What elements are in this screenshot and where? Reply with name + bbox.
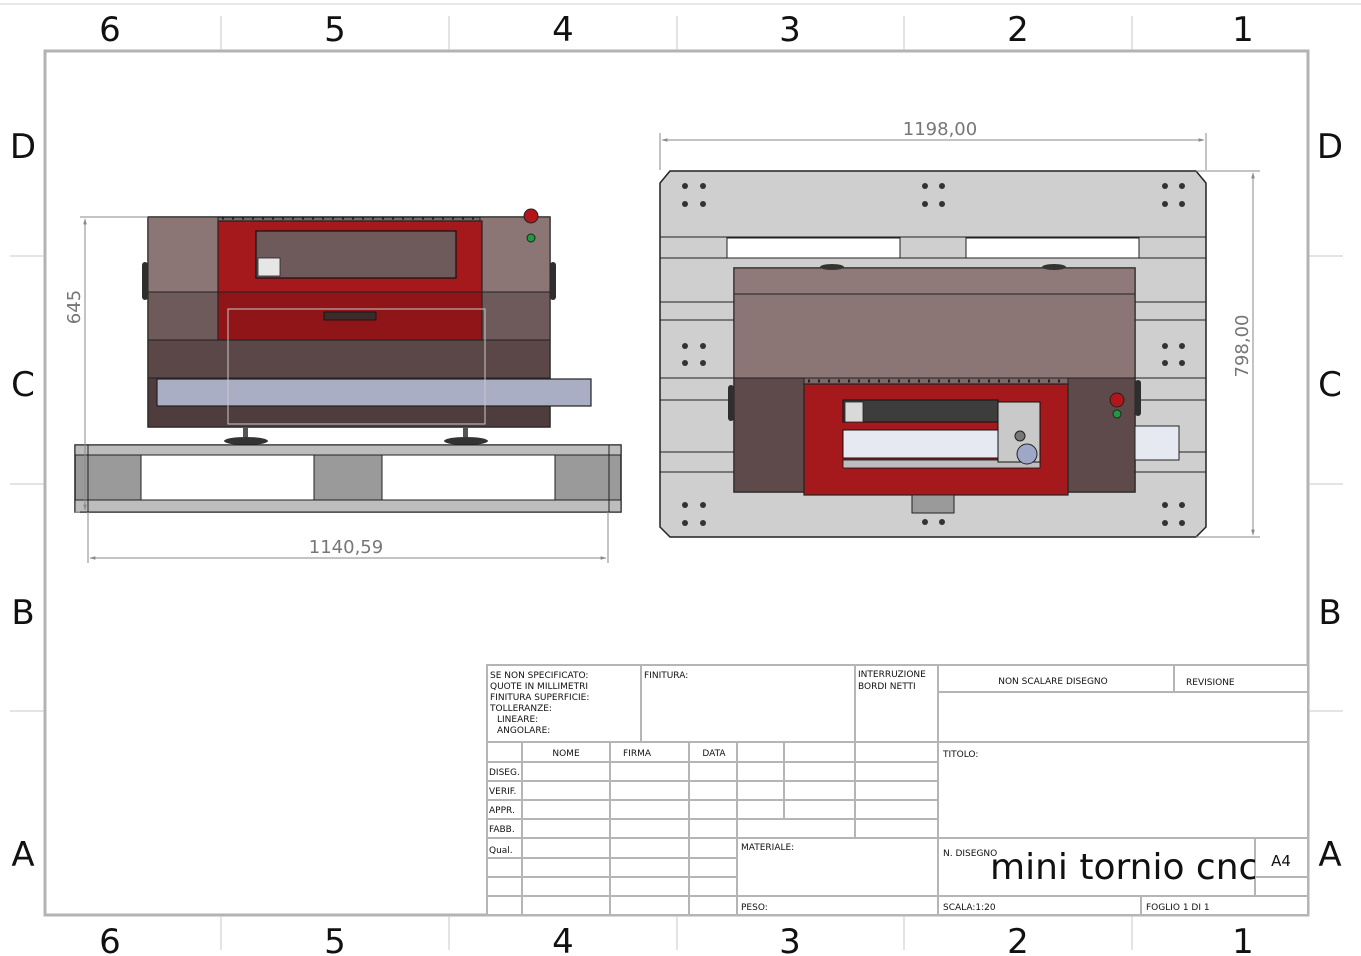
drawing-number-label: N. DISEGNO: [943, 849, 997, 859]
zone-row-left-c: C: [11, 365, 35, 405]
row-label-checked: VERIF.: [489, 787, 516, 797]
col-header-signature: FIRMA: [623, 749, 652, 759]
zone-col-bottom-2: 2: [1007, 922, 1029, 956]
note-line-1: SE NON SPECIFICATO:: [490, 671, 588, 681]
zone-col-bottom-4: 4: [552, 922, 574, 956]
zone-row-left-d: D: [10, 127, 36, 167]
zone-row-right-a: A: [1318, 835, 1341, 875]
note-line-4: TOLLERANZE:: [489, 704, 552, 714]
finish-label: FINITURA:: [644, 671, 688, 681]
zone-row-left-a: A: [11, 835, 34, 875]
top-dim-width: 1198,00: [903, 119, 977, 140]
top-dim-height: 798,00: [1232, 315, 1253, 378]
zone-row-left-b: B: [11, 593, 34, 633]
row-label-quality: Qual.: [489, 846, 513, 856]
row-label-drawn: DISEG.: [489, 768, 520, 778]
zone-col-bottom-1: 1: [1232, 922, 1254, 956]
zone-col-bottom-5: 5: [324, 922, 346, 956]
col-header-date: DATA: [702, 749, 726, 759]
row-label-manufactured: FABB.: [489, 825, 515, 835]
zone-col-top-2: 2: [1007, 10, 1029, 50]
top-dimensions: [659, 133, 1260, 538]
zone-ticks: [10, 16, 1343, 950]
zone-col-bottom-3: 3: [779, 922, 801, 956]
zone-col-bottom-6: 6: [99, 922, 121, 956]
sheet-label: FOGLIO 1 DI 1: [1146, 903, 1210, 913]
front-dim-height: 645: [64, 290, 85, 324]
drawing-name: mini tornio cnc: [990, 847, 1258, 888]
front-dim-width: 1140,59: [309, 537, 383, 558]
top-view: [659, 170, 1207, 538]
zone-row-right-b: B: [1318, 593, 1341, 633]
zone-col-top-3: 3: [779, 10, 801, 50]
sheet-size: A4: [1271, 852, 1291, 870]
edges-label-2: BORDI NETTI: [858, 682, 916, 692]
zone-col-top-4: 4: [552, 10, 574, 50]
col-header-name: NOME: [552, 749, 580, 759]
note-line-2: QUOTE IN MILLIMETRI: [490, 682, 588, 692]
scale-label: SCALA:1:20: [943, 903, 996, 913]
no-scale-label: NON SCALARE DISEGNO: [998, 677, 1108, 687]
note-line-6: ANGOLARE:: [497, 726, 550, 736]
weight-label: PESO:: [741, 903, 768, 913]
title-block: [486, 664, 1309, 916]
zone-col-top-1: 1: [1232, 10, 1254, 50]
material-label: MATERIALE:: [741, 843, 794, 853]
zone-row-right-d: D: [1317, 127, 1343, 167]
revision-label: REVISIONE: [1186, 678, 1235, 688]
front-dimensions: [75, 216, 609, 563]
note-line-3: FINITURA SUPERFICIE:: [490, 693, 589, 703]
zone-row-right-c: C: [1318, 365, 1342, 405]
zone-col-top-5: 5: [324, 10, 346, 50]
edges-label-1: INTERRUZIONE: [858, 670, 926, 680]
note-line-5: LINEARE:: [497, 715, 538, 725]
zone-col-top-6: 6: [99, 10, 121, 50]
row-label-approved: APPR.: [489, 806, 515, 816]
title-label: TITOLO:: [942, 750, 978, 760]
front-view: [74, 208, 622, 513]
